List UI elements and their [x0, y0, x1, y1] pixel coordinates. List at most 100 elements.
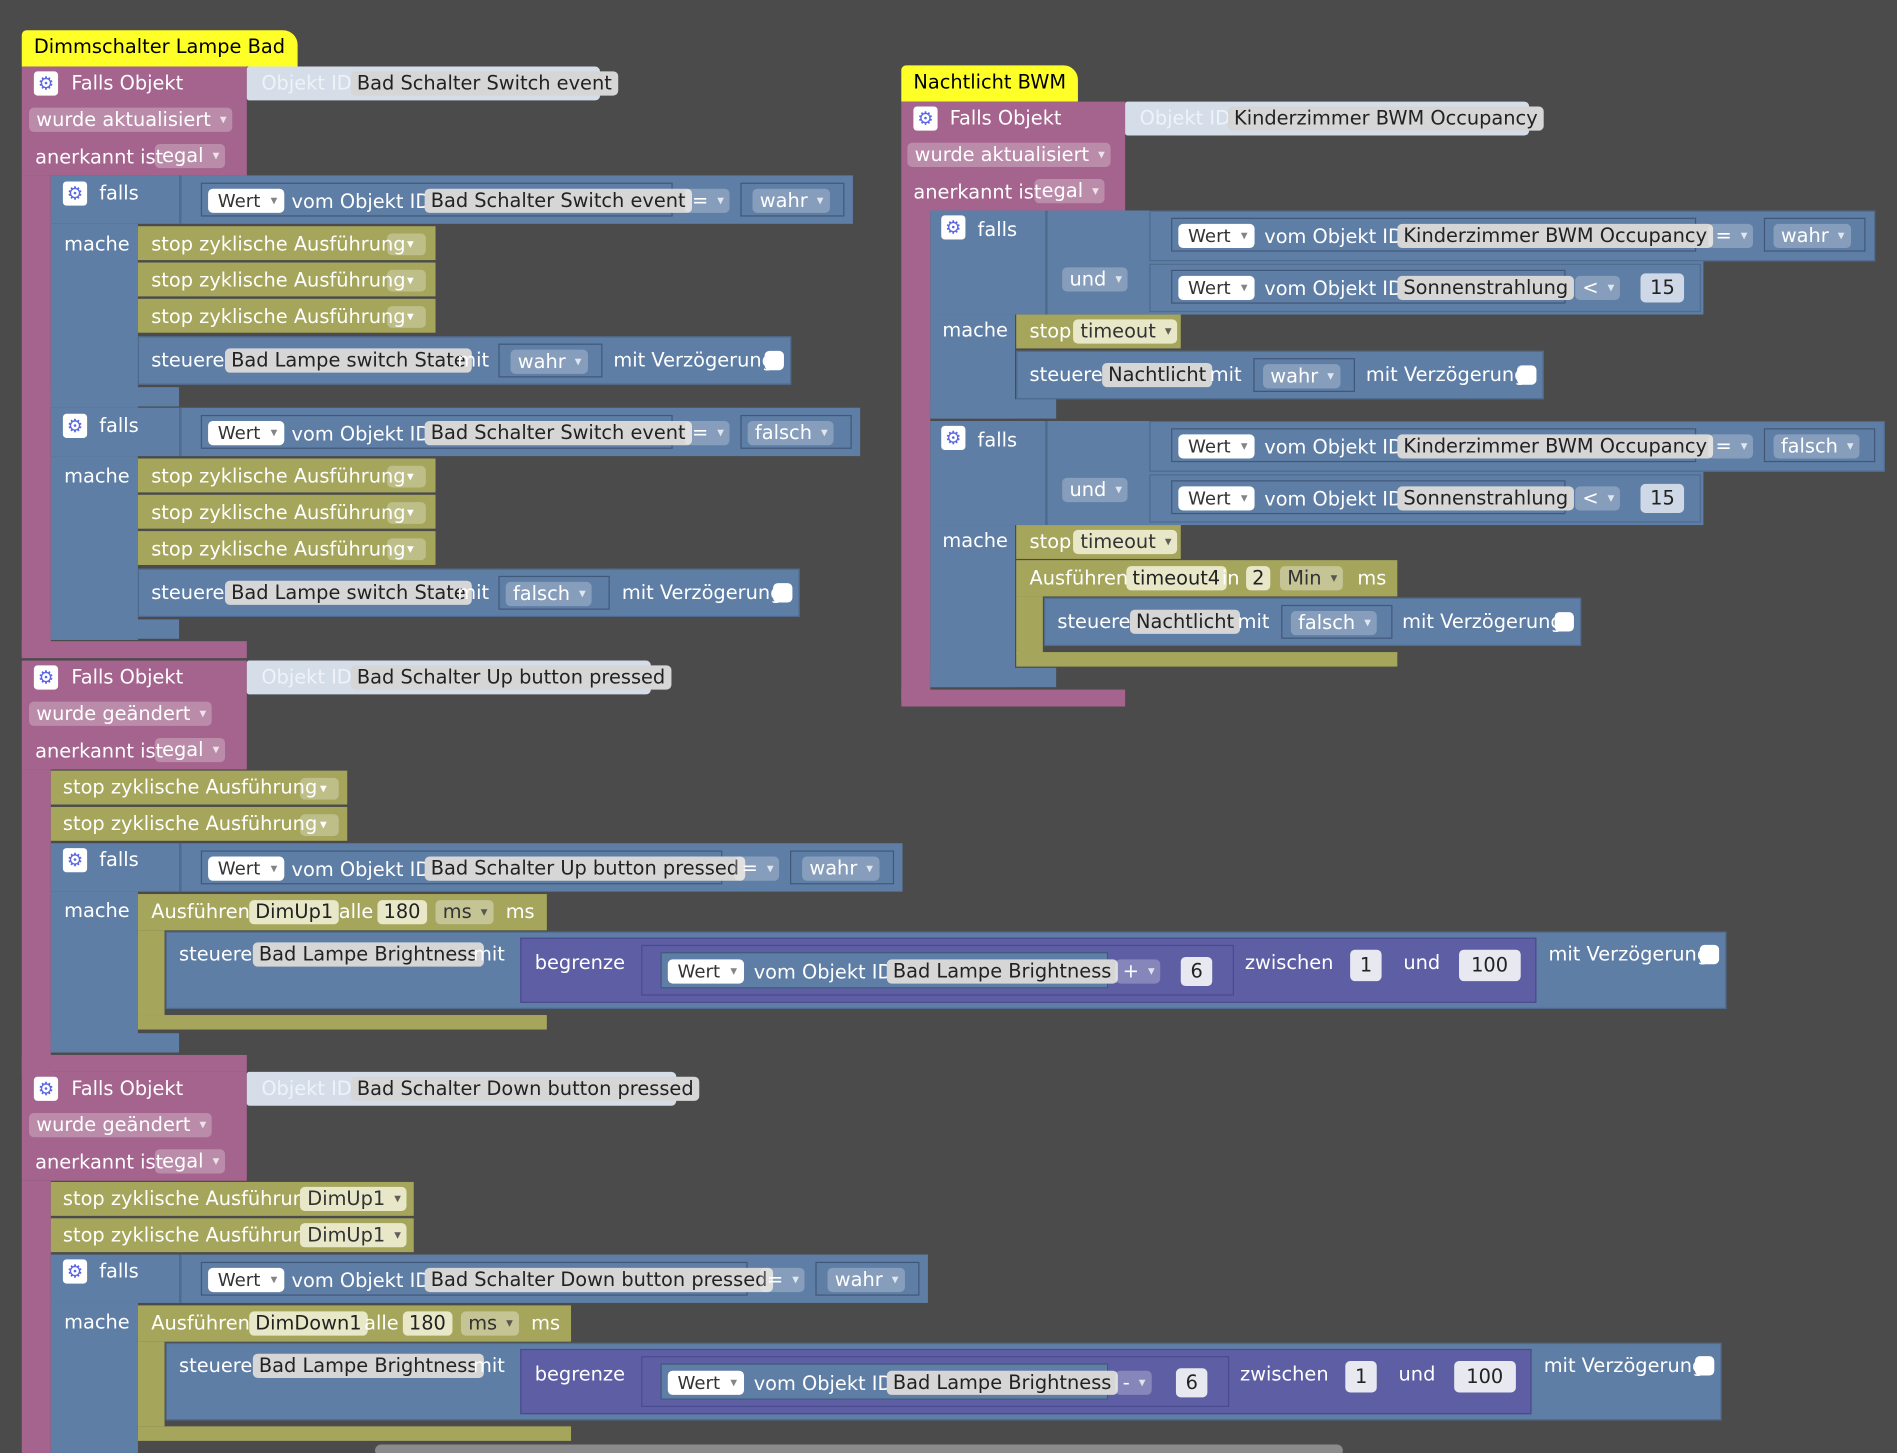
operator-dropdown[interactable]: = — [1708, 434, 1754, 459]
ack-dropdown[interactable]: egal — [154, 1149, 226, 1174]
value-dropdown[interactable]: Wert — [208, 421, 285, 446]
object-field[interactable]: Bad Schalter Up button pressed — [424, 856, 746, 881]
min-field[interactable]: 1 — [1345, 1361, 1377, 1393]
object-field[interactable]: Bad Lampe Brightness — [886, 959, 1118, 984]
object-field[interactable]: Bad Schalter Down button pressed — [424, 1267, 774, 1293]
bool-dropdown[interactable]: falsch — [505, 581, 592, 607]
object-field[interactable]: Bad Schalter Switch event — [424, 421, 692, 446]
object-field[interactable]: Kinderzimmer BWM Occupancy — [1227, 106, 1544, 131]
gear-icon[interactable]: ⚙ — [62, 181, 88, 206]
object-field[interactable]: Kinderzimmer BWM Occupancy — [1397, 223, 1714, 249]
bool-dropdown[interactable]: falsch — [1773, 434, 1860, 459]
delay-field[interactable]: 2 — [1246, 566, 1271, 591]
object-field[interactable]: Sonnenstrahlung — [1397, 275, 1575, 301]
timer-name-field[interactable]: timeout4 — [1126, 566, 1227, 591]
operator-dropdown[interactable]: = — [759, 1267, 806, 1293]
object-field[interactable]: Bad Schalter Down button pressed — [350, 1076, 700, 1101]
timer-name-field[interactable]: DimUp1 — [249, 900, 340, 925]
object-field[interactable]: Sonnenstrahlung — [1397, 486, 1575, 511]
gear-icon[interactable]: ⚙ — [62, 413, 88, 438]
object-field[interactable]: Bad Lampe switch State — [225, 348, 472, 373]
ack-dropdown[interactable]: egal — [154, 143, 226, 169]
operator-dropdown[interactable]: < — [1575, 275, 1621, 301]
bool-dropdown[interactable]: wahr — [1263, 364, 1340, 389]
value-dropdown[interactable]: Wert — [667, 959, 745, 984]
ack-dropdown[interactable]: egal — [1034, 179, 1105, 204]
ack-dropdown[interactable]: egal — [154, 737, 226, 763]
timer-dropdown[interactable] — [387, 306, 426, 328]
object-field[interactable]: Bad Lampe Brightness — [886, 1370, 1118, 1395]
delay-checkbox[interactable] — [1517, 365, 1537, 385]
bool-dropdown[interactable]: falsch — [1290, 610, 1377, 636]
stop-block[interactable] — [137, 458, 436, 493]
bool-dropdown[interactable]: falsch — [747, 421, 834, 446]
math-op-dropdown[interactable]: - — [1115, 1370, 1152, 1395]
trigger-dropdown[interactable]: wurde aktualisiert — [29, 107, 233, 132]
timer-dropdown[interactable] — [387, 269, 426, 292]
trigger-dropdown[interactable]: wurde geändert — [29, 701, 213, 726]
gear-icon[interactable]: ⚙ — [62, 848, 88, 873]
trigger-dropdown[interactable]: wurde geändert — [29, 1113, 213, 1138]
timer-dropdown[interactable]: DimUp1 — [300, 1223, 407, 1248]
gear-icon[interactable]: ⚙ — [913, 106, 938, 131]
threshold-field[interactable]: 15 — [1640, 483, 1685, 513]
gear-icon[interactable]: ⚙ — [941, 215, 966, 240]
value-dropdown[interactable]: Wert — [208, 188, 285, 213]
object-field[interactable]: Bad Schalter Switch event — [424, 188, 692, 213]
unit-dropdown[interactable]: Min — [1279, 566, 1344, 591]
bool-dropdown[interactable]: wahr — [752, 188, 830, 213]
min-field[interactable]: 1 — [1350, 949, 1382, 982]
comment-hat[interactable]: Nachtlicht BWM — [901, 65, 1079, 102]
stop-block[interactable] — [50, 806, 348, 841]
unit-dropdown[interactable]: ms — [435, 900, 494, 925]
object-field[interactable]: Bad Lampe Brightness — [252, 942, 484, 967]
object-field[interactable]: Bad Lampe switch State — [225, 580, 472, 605]
gear-icon[interactable]: ⚙ — [941, 425, 966, 451]
logic-dropdown[interactable]: und — [1062, 477, 1129, 503]
stop-block[interactable] — [137, 262, 436, 297]
logic-dropdown[interactable]: und — [1062, 267, 1129, 292]
comment-hat[interactable]: Dimmschalter Lampe Bad — [21, 30, 298, 67]
gear-icon[interactable]: ⚙ — [33, 665, 59, 690]
delay-checkbox[interactable] — [1554, 612, 1574, 632]
bool-dropdown[interactable]: wahr — [1773, 223, 1851, 249]
threshold-field[interactable]: 15 — [1640, 273, 1685, 303]
math-op-dropdown[interactable]: + — [1115, 959, 1161, 984]
value-dropdown[interactable]: Wert — [1178, 223, 1255, 249]
gear-icon[interactable]: ⚙ — [33, 1076, 59, 1101]
delay-checkbox[interactable] — [773, 583, 793, 603]
bool-dropdown[interactable]: wahr — [827, 1267, 905, 1293]
timer-dropdown[interactable]: timeout — [1073, 529, 1178, 555]
operator-dropdown[interactable]: = — [684, 188, 731, 213]
unit-dropdown[interactable]: ms — [460, 1311, 519, 1336]
timer-dropdown[interactable] — [387, 502, 426, 524]
stop-block[interactable] — [137, 226, 436, 261]
max-field[interactable]: 100 — [1459, 949, 1521, 982]
max-field[interactable]: 100 — [1454, 1361, 1516, 1393]
value-dropdown[interactable]: Wert — [1178, 434, 1255, 459]
interval-field[interactable]: 180 — [377, 900, 427, 925]
object-field[interactable]: Nachtlicht — [1129, 609, 1241, 634]
operator-dropdown[interactable]: = — [734, 856, 780, 881]
interval-field[interactable]: 180 — [402, 1311, 452, 1336]
timer-dropdown[interactable] — [387, 465, 426, 488]
timer-name-field[interactable]: DimDown1 — [249, 1311, 368, 1336]
delay-checkbox[interactable] — [764, 350, 784, 371]
horizontal-scrollbar[interactable] — [375, 1444, 1343, 1453]
delay-checkbox[interactable] — [1694, 1356, 1715, 1376]
value-dropdown[interactable]: Wert — [1178, 486, 1255, 511]
trigger-dropdown[interactable]: wurde aktualisiert — [907, 142, 1111, 167]
stop-block[interactable] — [50, 770, 348, 805]
stop-block[interactable] — [137, 494, 436, 529]
timer-dropdown[interactable] — [300, 814, 339, 836]
gear-icon[interactable]: ⚙ — [33, 71, 59, 96]
stop-block[interactable] — [137, 298, 436, 333]
gear-icon[interactable]: ⚙ — [62, 1259, 88, 1284]
object-field[interactable]: Bad Schalter Up button pressed — [350, 665, 672, 690]
bool-dropdown[interactable]: wahr — [802, 856, 880, 881]
timer-dropdown[interactable]: timeout — [1073, 319, 1178, 344]
delay-checkbox[interactable] — [1699, 944, 1720, 965]
object-field[interactable]: Nachtlicht — [1102, 362, 1213, 388]
object-field[interactable]: Kinderzimmer BWM Occupancy — [1397, 434, 1714, 459]
